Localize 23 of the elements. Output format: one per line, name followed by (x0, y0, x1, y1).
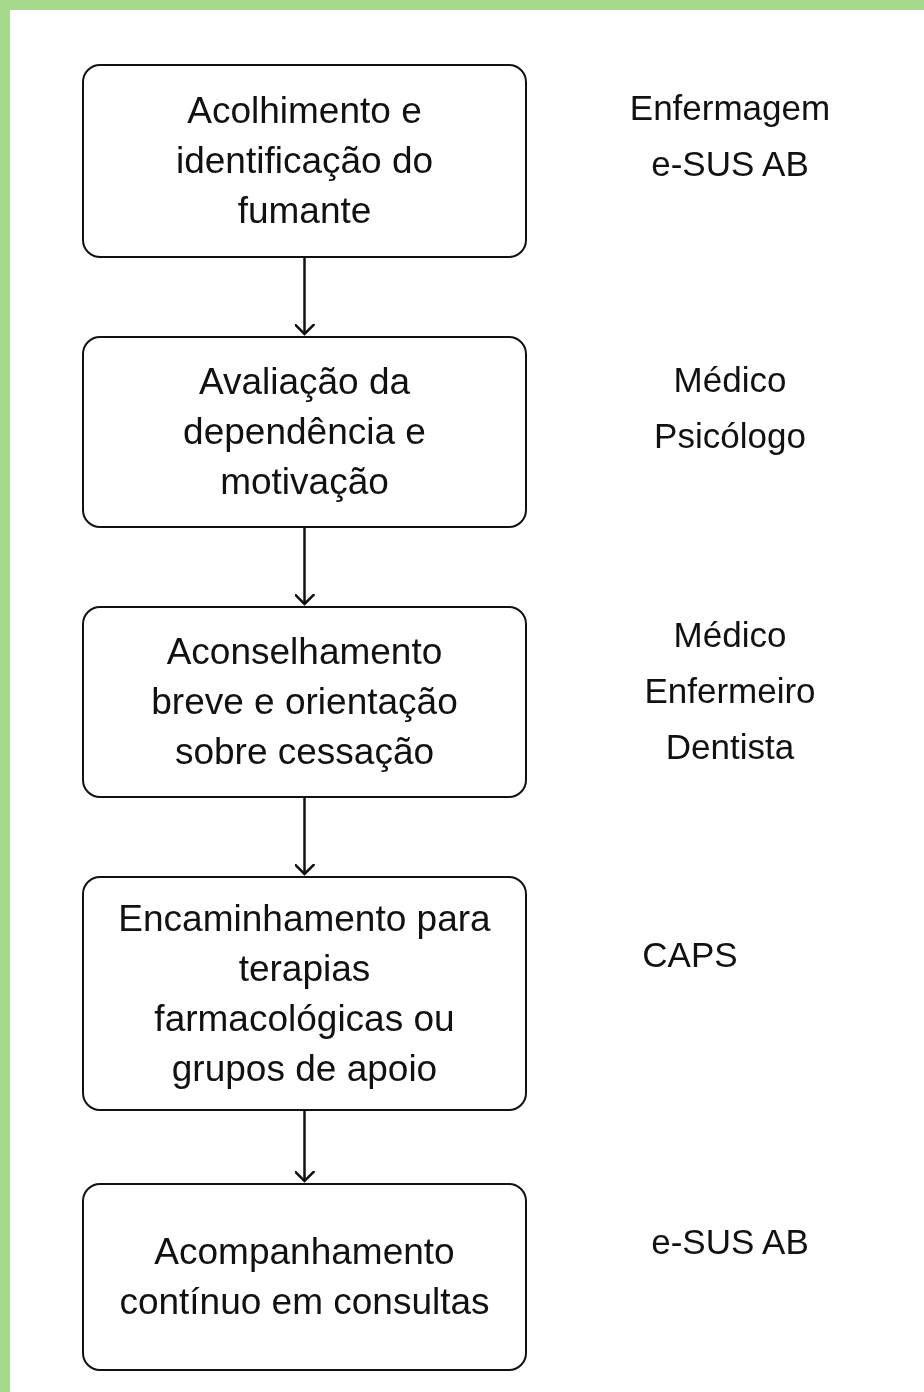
step-text: Avaliação da dependência e motivação (182, 360, 427, 504)
step-text: Acompanhamento contínuo em consultas (118, 1230, 491, 1324)
step-text: Aconselhamento breve e orientação sobre cessação (150, 630, 459, 774)
role-label: Médico (673, 614, 787, 656)
role-label: Enfermeiro (644, 670, 816, 712)
role-label: Dentista (665, 726, 795, 768)
process-box (82, 336, 527, 528)
process-box (82, 876, 527, 1111)
role-label: e-SUS AB (651, 143, 809, 185)
arrow (293, 1111, 316, 1183)
process-box (82, 64, 527, 258)
role-label: Médico (673, 359, 787, 401)
role-label: e-SUS AB (651, 1221, 809, 1263)
role-label: Psicólogo (654, 415, 806, 457)
process-box (82, 1183, 527, 1371)
step-text: Encaminhamento para terapias farmacológicas ou grupos de apoio (117, 896, 492, 1091)
role-label: Enfermagem (629, 87, 831, 129)
arrow (293, 258, 316, 336)
role-label: CAPS (642, 934, 738, 976)
arrow (293, 528, 316, 606)
process-box (82, 606, 527, 798)
step-text: Acolhimento e identificação do fumante (174, 89, 435, 233)
arrow (293, 798, 316, 876)
